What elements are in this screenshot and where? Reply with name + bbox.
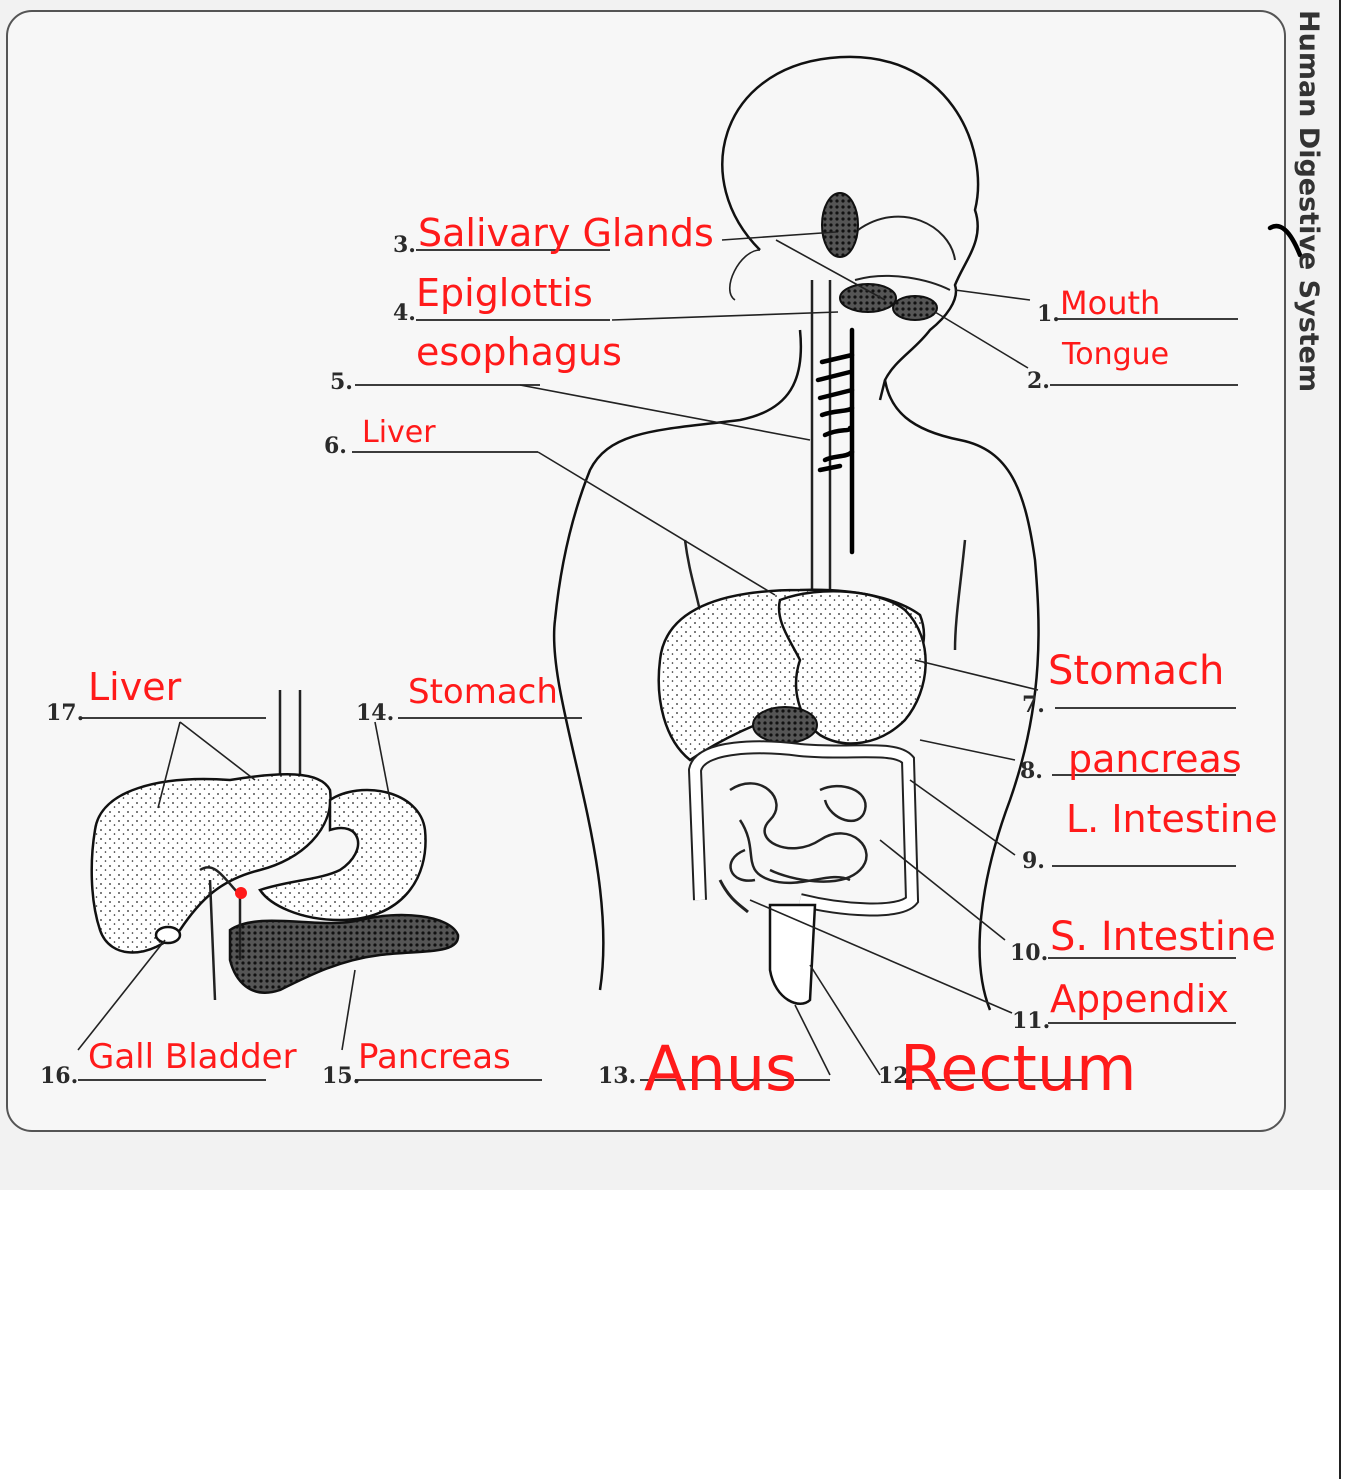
answer-inset-liver: Liver [88,665,182,709]
label-number: 7. [1022,692,1045,718]
answer-epiglottis: Epiglottis [416,271,593,315]
answer-esophagus: esophagus [416,330,622,374]
body-outline [554,57,1038,1010]
label-number: 6. [324,433,347,459]
salivary-glands [822,193,955,320]
inset-pancreas [230,915,458,993]
appendix [720,880,748,912]
small-intestine [730,783,866,882]
page-title: Human Digestive System [1293,10,1324,392]
answer-large-intestine: L. Intestine [1066,797,1278,841]
pancreas [753,707,817,743]
answer-liver: Liver [362,415,436,450]
answer-pancreas: pancreas [1068,737,1242,781]
label-number: 5. [330,369,353,395]
label-number: 15. [322,1063,360,1089]
answer-mouth: Mouth [1060,284,1160,322]
label-number: 16. [40,1063,78,1089]
red-dot-marker [235,887,247,899]
answer-anus: Anus [644,1032,797,1105]
rectum [770,905,815,1004]
label-number: 10. [1010,940,1048,966]
label-number: 11. [1012,1008,1050,1034]
large-intestine [695,747,912,909]
label-number: 3. [393,232,416,258]
label-number: 2. [1027,368,1050,394]
answer-inset-stomach: Stomach [408,672,558,712]
label-number: 1. [1037,301,1060,327]
label-number: 8. [1020,758,1043,784]
label-number: 14. [356,700,394,726]
answer-appendix: Appendix [1050,977,1229,1021]
answer-inset-pancreas: Pancreas [358,1037,511,1077]
answer-small-intestine: S. Intestine [1050,914,1276,960]
label-number: 4. [393,300,416,326]
answer-rectum: Rectum [900,1032,1137,1105]
answer-gall-bladder: Gall Bladder [88,1037,297,1077]
label-number: 13. [598,1063,636,1089]
inset-gall-bladder [156,927,180,943]
inset-diagram [92,690,458,1000]
label-number: 9. [1022,848,1045,874]
answer-stomach: Stomach [1048,648,1224,694]
label-number: 17. [46,700,84,726]
answer-salivary-glands: Salivary Glands [418,211,714,255]
answer-tongue: Tongue [1061,337,1169,372]
